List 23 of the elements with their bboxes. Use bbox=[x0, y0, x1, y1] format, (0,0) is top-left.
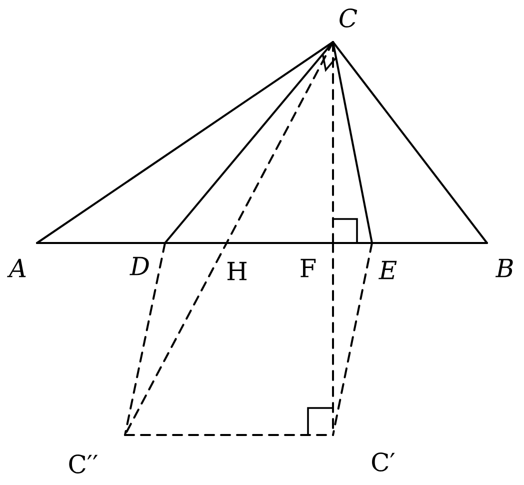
line-segment bbox=[124, 41, 334, 436]
line-segment bbox=[332, 41, 334, 244]
point-label: E bbox=[378, 260, 397, 280]
point-label: D bbox=[130, 256, 149, 276]
line-segment bbox=[332, 41, 488, 244]
point-label: C bbox=[340, 8, 358, 28]
point-label: H bbox=[227, 262, 247, 280]
point-label: B bbox=[495, 258, 513, 278]
point-label: A bbox=[7, 258, 26, 278]
point-label: C′ bbox=[372, 452, 395, 472]
line-segment bbox=[371, 242, 488, 244]
line-segment bbox=[36, 41, 334, 244]
line-segment bbox=[124, 242, 166, 436]
line-segment bbox=[224, 242, 334, 244]
line-segment bbox=[164, 41, 334, 244]
line-segment bbox=[332, 242, 373, 244]
point-label: F bbox=[300, 258, 316, 278]
line-segment bbox=[36, 242, 166, 244]
point-label: C′′ bbox=[69, 454, 98, 474]
line-segment bbox=[164, 242, 226, 244]
line-segment bbox=[124, 434, 334, 436]
line-segment bbox=[332, 41, 373, 244]
line-segment bbox=[332, 242, 373, 436]
